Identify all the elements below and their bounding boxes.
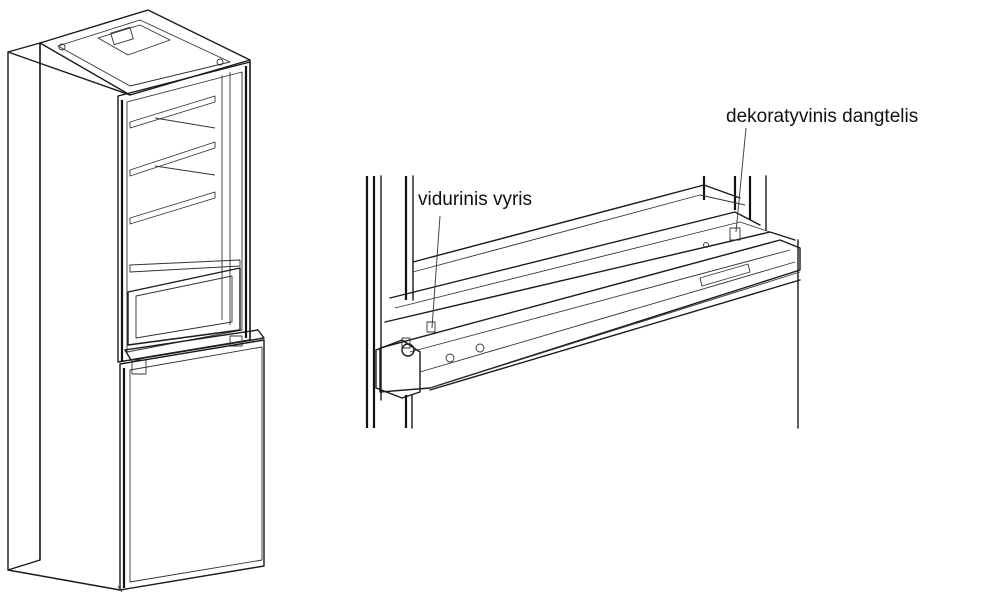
shelf-4	[129, 259, 241, 273]
middle-hinge-bar	[379, 239, 801, 393]
top-hinge-plate	[97, 24, 171, 56]
middle-hinge-strip	[124, 329, 265, 361]
leader-decorative-cap	[735, 127, 747, 233]
fridge-lower-door	[119, 339, 265, 591]
leader-middle-hinge	[431, 215, 441, 329]
hinge-screw	[426, 321, 436, 333]
crisper-drawer	[127, 267, 241, 346]
shelf-3	[129, 191, 216, 225]
shelf-1	[129, 95, 216, 129]
label-middle-hinge: vidurinis vyris	[418, 189, 533, 210]
handle-slot	[699, 263, 751, 287]
decorative-cap	[729, 227, 741, 241]
shelf-2	[129, 141, 216, 177]
label-decorative-cap: dekoratyvinis dangtelis	[726, 106, 919, 127]
